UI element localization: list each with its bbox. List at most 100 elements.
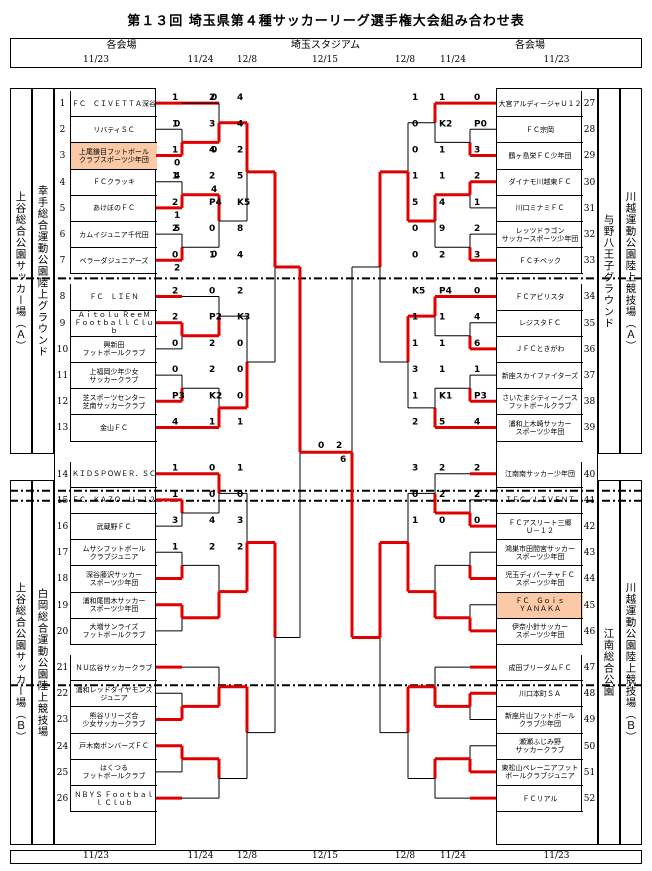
score-label: 2 [209,93,215,103]
team-name: 金山ＦＣ [71,415,157,442]
team-name: 川口ミナミＦＣ [497,196,583,222]
team-name: ＦＣ Ｇｏｉｓ ＹＡＮＡＫＡ [497,592,583,619]
venue-label-left-a-inner: 幸手総合運動公園陸上グラウンド [32,88,54,454]
score-label: 0 [174,159,180,169]
center-venue-header: 埼玉スタジアム [290,40,361,51]
score-label: 2 [174,263,180,273]
score-label: 3 [209,119,215,129]
venue-label-right-a-inner: 与野八王子グラウンド [598,88,620,454]
score-label: 1 [172,146,178,156]
score-label: 4 [209,516,215,526]
score-label: K2 [439,119,452,129]
score-label: 4 [172,418,178,428]
team-number: 10 [55,336,71,363]
team-name: 武蔵野ＦＣ [71,514,157,541]
score-label: 2 [439,464,445,474]
team-name: 熊谷リリーズ合 少女サッカークラブ [71,707,157,734]
team-number: 26 [55,786,71,813]
team-name: 児玉ディパーチャＦＣ スポーツ少年団 [497,566,583,593]
team-number: 46 [581,618,597,645]
score-label: 2 [209,365,215,375]
team-name: ＦＣ ＬＩＥＮ [71,284,157,311]
team-name: 新座片山フットボール クラブ少年団 [497,707,583,734]
team-name: ＫＩＤＳＰＯＷＥＲ．ＳＣ [71,462,157,488]
score-label: 1 [412,313,418,323]
team-name: 興新田 フットボールクラブ [71,337,157,363]
team-name: ベラーダジュニアーズ [71,248,157,275]
team-number: 30 [581,169,597,196]
team-number: 39 [581,415,597,442]
team-number: 33 [581,248,597,275]
score-label: 4 [474,418,480,428]
team-number: 51 [581,759,597,786]
score-label: K2 [209,391,222,401]
score-label: 0 [237,365,243,375]
team-name: 大増サンライズ フットボールクラブ [71,619,157,645]
score-label: 1 [237,418,243,428]
team-number: 40 [581,461,597,488]
team-number: 45 [581,592,597,619]
score-label: 1 [172,93,178,103]
score-label: 0 [412,119,418,129]
team-name: ＦＣリアル [497,786,583,813]
score-label: 0 [474,516,480,526]
score-label: 1 [412,93,418,103]
score-label: 3 [412,464,418,474]
score-label: 6 [474,339,480,349]
score-label: 3 [474,146,480,156]
score-label: 0 [211,93,217,103]
team-number: 38 [581,389,597,416]
team-name: はくつる フットボールクラブ [71,760,157,786]
date-cell: 12/15 [312,851,338,861]
score-label: 2 [237,287,243,297]
score-label: 2 [474,224,480,234]
score-label: 4 [439,198,445,208]
score-label: 1 [439,365,445,375]
team-name: 江南南サッカー少年団 [497,462,583,488]
score-label: 4 [211,185,217,195]
score-label: 5 [439,418,445,428]
score-label: 6 [340,455,346,465]
score-label: 0 [209,464,215,474]
team-name: 大宮アルディージャＵ１２ [497,91,583,118]
team-number: 19 [55,592,71,619]
score-label: 0 [209,287,215,297]
score-label: 1 [412,339,418,349]
team-number: 22 [55,681,71,708]
team-name: 鶴ヶ島栄ＦＣ少年団 [497,143,583,170]
team-name: ＦＣチベック [497,248,583,275]
date-cell: 12/8 [236,55,258,65]
score-label: 1 [412,172,418,182]
score-label: 2 [237,146,243,156]
team-number: 47 [581,655,597,682]
venue-label-right-b-inner: 江南総合公園 [598,480,620,845]
score-label: 2 [237,542,243,552]
team-name: レジスタＦＣ [497,311,583,337]
score-label: 1 [439,313,445,323]
team-name: レッツドラゴン サッカースポーツ少年団 [497,222,583,249]
team-name: 新座スカイファイターズ [497,363,583,390]
score-label: 1 [237,464,243,474]
team-number: 42 [581,514,597,541]
team-name: ＮＵ広谷サッカークラブ [71,655,157,682]
team-name: 鴻巣市田間宮サッカー スポーツ少年団 [497,540,583,567]
score-label: 0 [412,146,418,156]
score-label: K1 [439,391,452,401]
score-label: 0 [439,516,445,526]
score-label: 0 [237,490,243,500]
date-cell: 11/23 [543,55,570,65]
score-label: 1 [172,542,178,552]
team-name: ムサシフットボール クラブジュニア [71,540,157,567]
score-label: 0 [172,339,178,349]
score-label: 0 [172,250,178,260]
team-number: 20 [55,618,71,645]
score-label: P4 [439,287,452,297]
date-cell: 11/23 [83,851,109,861]
venue-label-left-b-outer: 上谷総合公園サッカー場（Ｂ） [10,480,32,845]
score-label: 2 [412,418,418,428]
header-frame [10,38,642,68]
score-label: P0 [474,119,487,129]
team-name: 東松山ペレーニアフット ボールクラブジュニア [497,760,583,786]
score-label: 4 [237,250,243,260]
team-name: ＪＦＣときがわ [497,337,583,363]
